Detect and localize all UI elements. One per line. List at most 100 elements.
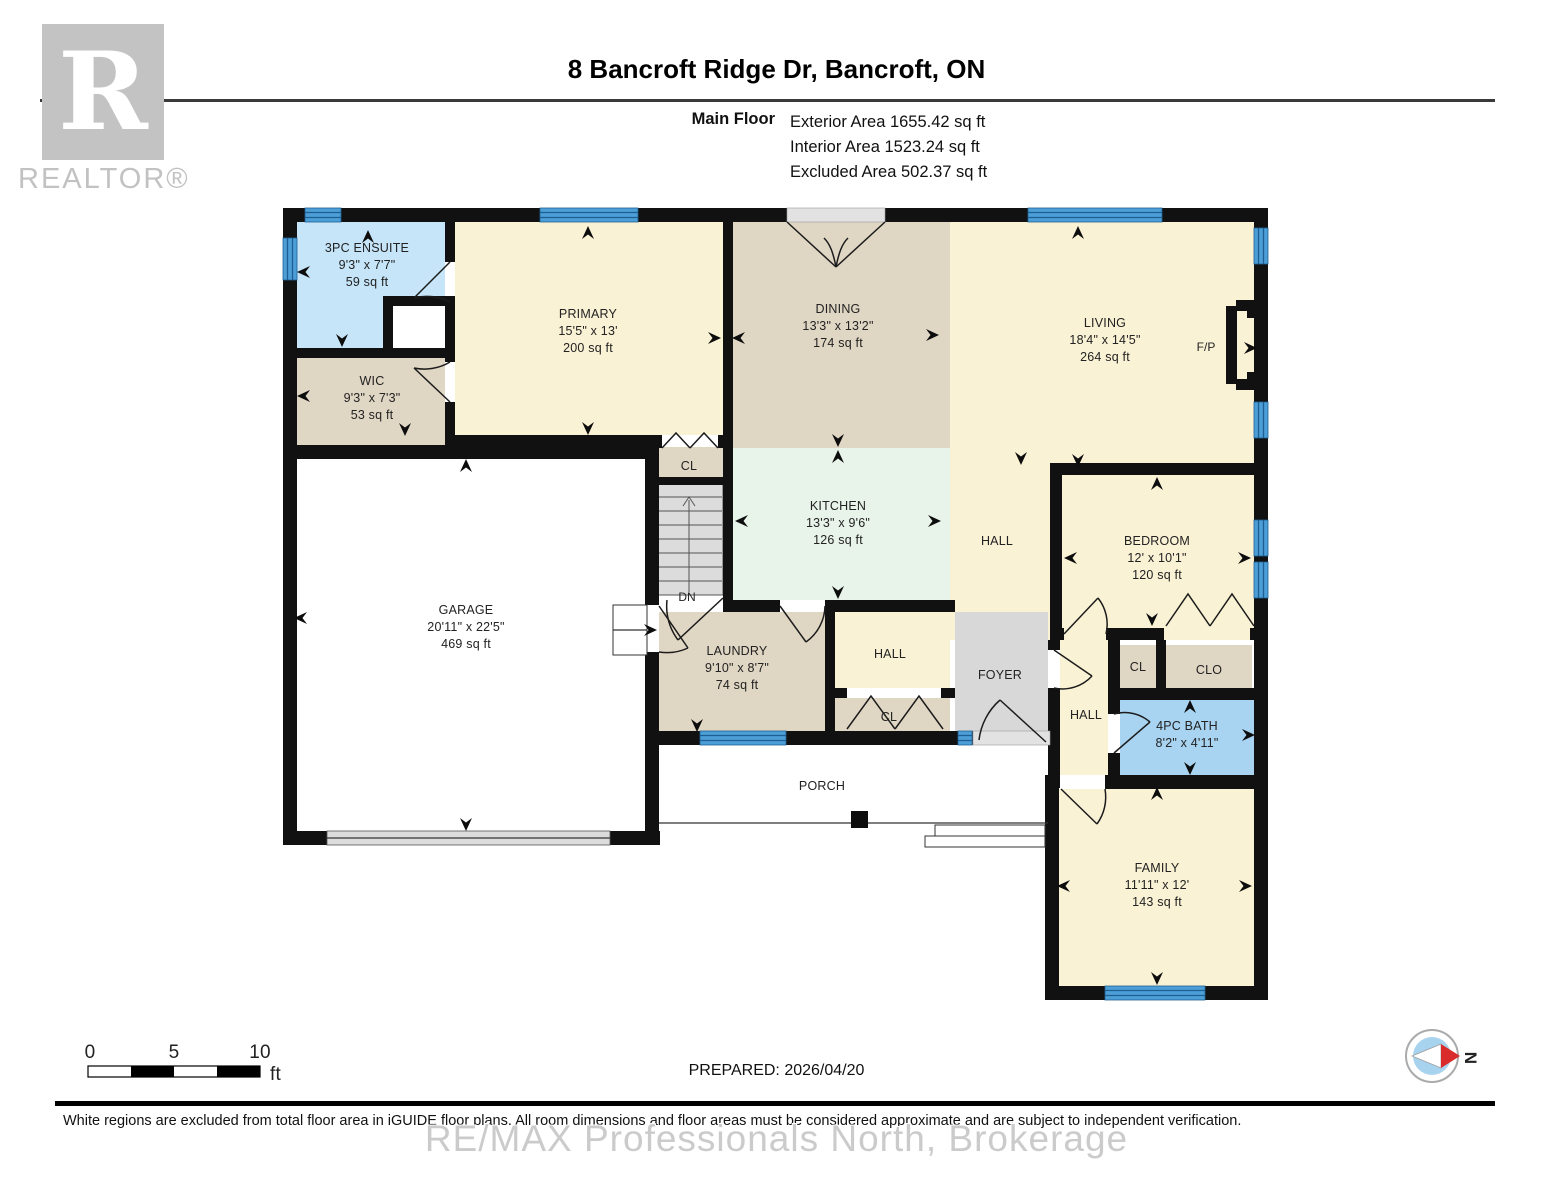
svg-text:18'4" x 14'5": 18'4" x 14'5" [1069, 333, 1140, 347]
svg-text:LIVING: LIVING [1084, 316, 1126, 330]
hall-closet-bifold [846, 694, 944, 730]
room-label-bedroom: BEDROOM 12' x 10'1" 120 sq ft [1124, 534, 1190, 582]
compass-icon: N [1405, 1029, 1480, 1083]
svg-text:10: 10 [249, 1042, 271, 1063]
staircase [654, 482, 724, 596]
label-foyer: FOYER [978, 668, 1022, 682]
room-label-ensuite: 3PC ENSUITE 9'3" x 7'7" 59 sq ft [325, 241, 409, 289]
svg-text:74 sq ft: 74 sq ft [716, 678, 759, 692]
label-hall-upper: HALL [981, 534, 1013, 548]
svg-text:KITCHEN: KITCHEN [810, 499, 866, 513]
svg-text:9'3" x 7'7": 9'3" x 7'7" [339, 258, 396, 272]
svg-text:GARAGE: GARAGE [439, 603, 494, 617]
room-bath-fill [1120, 700, 1254, 775]
hall-lower-fill [835, 612, 950, 688]
room-label-garage: GARAGE 20'11" x 22'5" 469 sq ft [427, 603, 504, 651]
doors [413, 221, 1255, 825]
label-dn: DN [678, 590, 695, 604]
label-porch: PORCH [799, 779, 845, 793]
excluded-area: Excluded Area 502.37 sq ft [790, 163, 988, 181]
svg-text:9'10" x 8'7": 9'10" x 8'7" [705, 661, 769, 675]
svg-text:ft: ft [270, 1064, 281, 1085]
prepared-date: PREPARED: 2026/04/20 [688, 1062, 865, 1079]
svg-text:12' x 10'1": 12' x 10'1" [1127, 551, 1186, 565]
svg-text:264 sq ft: 264 sq ft [1080, 350, 1130, 364]
realtor-logo-text: REALTOR® [18, 163, 190, 195]
kitchen-laundry-door [779, 605, 826, 643]
svg-text:WIC: WIC [360, 374, 385, 388]
room-label-family: FAMILY 11'11" x 12' 143 sq ft [1125, 861, 1189, 909]
label-hall-right: HALL [1070, 708, 1102, 722]
hall-right-door [1053, 649, 1093, 690]
disclaimer-text: White regions are excluded from total fl… [63, 1113, 1242, 1129]
room-labels: 3PC ENSUITE 9'3" x 7'7" 59 sq ft WIC 9'3… [325, 241, 1222, 909]
porch-step-1 [934, 824, 1046, 837]
room-garage-fill [297, 459, 645, 831]
clo-bifold [1165, 592, 1255, 627]
front-door [978, 699, 1047, 743]
brokerage-watermark: RE/MAX Professionals North, Brokerage [424, 1118, 1129, 1159]
svg-text:13'3" x 13'2": 13'3" x 13'2" [802, 319, 873, 333]
scale-bar: 0 5 10 ft [85, 1042, 282, 1085]
room-label-dining: DINING 13'3" x 13'2" 174 sq ft [802, 302, 873, 350]
realtor-logo-icon: R [42, 24, 164, 160]
svg-text:5: 5 [169, 1042, 180, 1063]
dining-patio-doors [786, 221, 886, 268]
room-kitchen-fill [733, 448, 950, 600]
svg-text:143 sq ft: 143 sq ft [1132, 895, 1182, 909]
openings [326, 207, 1051, 848]
svg-text:BEDROOM: BEDROOM [1124, 534, 1190, 548]
label-cl-upper: CL [681, 459, 697, 473]
svg-text:126 sq ft: 126 sq ft [813, 533, 863, 547]
fireplace [1226, 300, 1266, 390]
label-cl-lower: CL [881, 710, 897, 724]
room-ensuite-fill [297, 222, 445, 348]
svg-text:59 sq ft: 59 sq ft [346, 275, 389, 289]
closet-clo-fill [1166, 645, 1252, 688]
svg-text:15'5" x 13': 15'5" x 13' [558, 324, 617, 338]
exterior-area: Exterior Area 1655.42 sq ft [790, 113, 986, 131]
room-dining-fill [733, 222, 950, 448]
svg-text:53 sq ft: 53 sq ft [351, 408, 394, 422]
label-hall-lower: HALL [874, 647, 906, 661]
svg-text:PRIMARY: PRIMARY [559, 307, 618, 321]
room-label-laundry: LAUNDRY 9'10" x 8'7" 74 sq ft [705, 644, 769, 692]
svg-text:DINING: DINING [816, 302, 861, 316]
svg-text:8'2" x 4'11": 8'2" x 4'11" [1155, 736, 1218, 750]
compass-north-label: N [1461, 1052, 1480, 1064]
svg-text:FAMILY: FAMILY [1135, 861, 1180, 875]
svg-text:20'11" x 22'5": 20'11" x 22'5" [427, 620, 504, 634]
room-wic-fill [297, 358, 445, 445]
realtor-logo-letter: R [58, 29, 148, 155]
porch-step-2 [924, 835, 1046, 848]
dining-patio-door-recess [786, 207, 886, 223]
foyer-fill [955, 612, 1048, 731]
svg-text:13'3" x 9'6": 13'3" x 9'6" [806, 516, 870, 530]
room-label-kitchen: KITCHEN 13'3" x 9'6" 126 sq ft [806, 499, 870, 547]
room-label-living: LIVING 18'4" x 14'5" 264 sq ft [1069, 316, 1140, 364]
windows [282, 207, 1269, 1001]
header-divider [40, 99, 1495, 102]
interior-area: Interior Area 1523.24 sq ft [790, 138, 980, 156]
dimension-arrows [294, 226, 1257, 985]
label-fireplace: F/P [1197, 340, 1216, 354]
svg-text:4PC BATH: 4PC BATH [1156, 719, 1218, 733]
closet-right-fill [1120, 645, 1156, 688]
bath-door [1113, 711, 1151, 754]
floor-label: Main Floor [691, 110, 775, 128]
room-label-bath: 4PC BATH 8'2" x 4'11" [1155, 719, 1218, 750]
svg-text:3PC ENSUITE: 3PC ENSUITE [325, 241, 409, 255]
svg-text:9'3" x 7'3": 9'3" x 7'3" [344, 391, 401, 405]
room-label-primary: PRIMARY 15'5" x 13' 200 sq ft [558, 307, 617, 355]
room-fills [297, 222, 1254, 986]
closet-upper-fill [659, 447, 723, 477]
room-label-wic: WIC 9'3" x 7'3" 53 sq ft [344, 374, 401, 422]
page-title: 8 Bancroft Ridge Dr, Bancroft, ON [567, 54, 986, 84]
room-family-fill [1059, 789, 1254, 986]
porch-post [851, 811, 868, 828]
ensuite-door [413, 261, 451, 303]
room-primary-fill [455, 222, 723, 435]
svg-text:LAUNDRY: LAUNDRY [707, 644, 768, 658]
wic-door [413, 361, 451, 403]
